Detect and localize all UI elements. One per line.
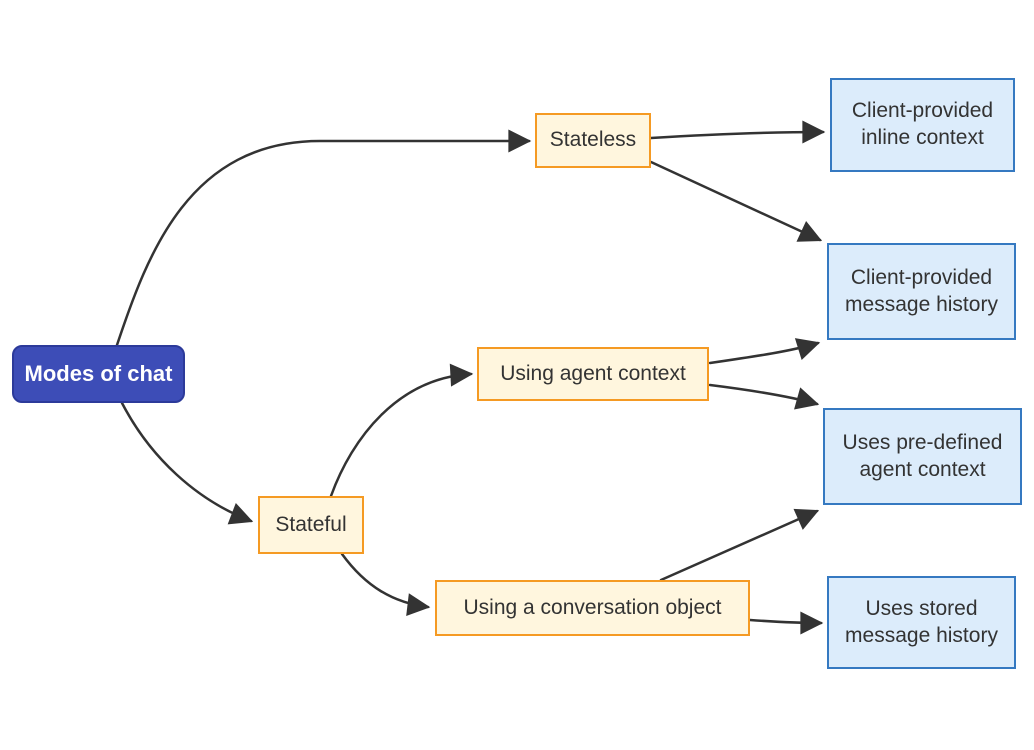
node-client-provided-message-history: Client-provided message history	[827, 243, 1016, 340]
node-using-agent-context: Using agent context	[477, 347, 709, 401]
node-client-provided-message-history-label: Client-provided message history	[845, 265, 998, 316]
node-client-provided-inline-context-label: Client-provided inline context	[851, 99, 994, 149]
node-uses-stored-message-history-label: Uses stored message history	[845, 596, 998, 647]
node-modes-of-chat-label: Modes of chat	[24, 360, 173, 386]
edge-root-to-stateless	[115, 129, 532, 347]
node-client-provided-inline-context: Client-provided inline context	[830, 78, 1015, 172]
edge-stateless-to-inline-context	[649, 120, 826, 144]
node-uses-predefined-agent-context-label: Uses pre-defined agent context	[842, 430, 1003, 481]
node-stateless: Stateless	[535, 113, 651, 168]
edge-stateful-to-conversation	[340, 552, 431, 616]
edge-root-to-stateful	[120, 401, 254, 525]
node-stateful: Stateful	[258, 496, 364, 554]
node-stateless-label: Stateless	[549, 128, 637, 152]
node-stateful-label: Stateful	[275, 512, 347, 536]
node-using-conversation-object: Using a conversation object	[435, 580, 750, 636]
edge-agent-context-to-message-history	[708, 338, 821, 365]
edge-stateful-to-agent-context	[329, 363, 474, 498]
edge-conversation-to-stored-history	[748, 611, 824, 635]
edge-stateless-to-message-history	[649, 160, 823, 242]
node-uses-stored-message-history: Uses stored message history	[827, 576, 1016, 669]
node-using-agent-context-label: Using agent context	[500, 361, 686, 385]
edge-conversation-to-predefined-context	[659, 508, 820, 582]
node-modes-of-chat: Modes of chat	[12, 345, 185, 403]
node-using-conversation-object-label: Using a conversation object	[463, 595, 722, 619]
node-uses-predefined-agent-context: Uses pre-defined agent context	[823, 408, 1022, 505]
edge-agent-context-to-predefined-context	[708, 383, 820, 410]
